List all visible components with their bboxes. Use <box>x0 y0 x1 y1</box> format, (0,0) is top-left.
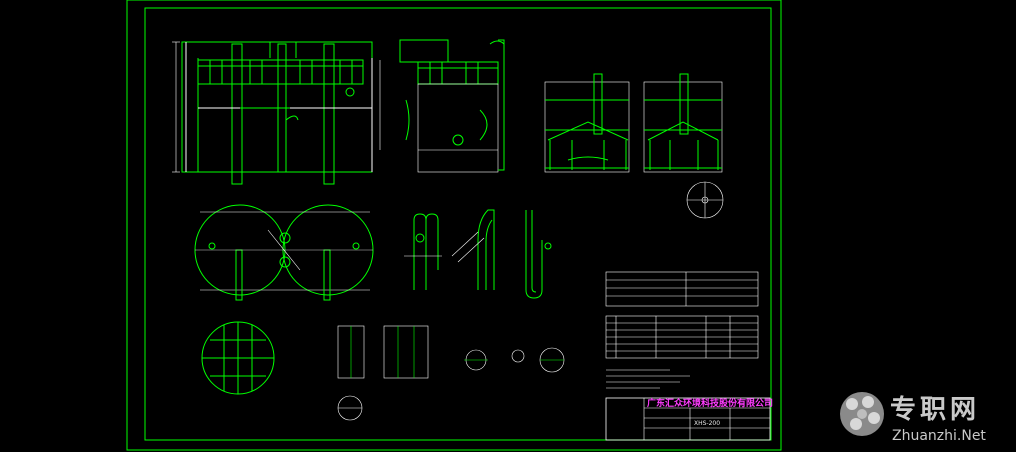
section-view-a <box>544 73 630 173</box>
pipe-detail-2 <box>451 209 495 290</box>
technical-notes <box>606 369 690 389</box>
front-elevation-view <box>181 41 373 185</box>
plan-view-twin-tanks <box>194 204 374 301</box>
pipe-detail-3 <box>525 210 552 299</box>
inner-border <box>144 7 772 441</box>
watermark-cn: 专职网 <box>890 395 980 425</box>
section-view-b <box>643 73 723 173</box>
title-block: 广东汇众环境科技股份有限公司 XHS-200 <box>605 397 773 441</box>
watermark-en: Zhuanzhi.Net <box>892 428 986 444</box>
nozzle-detail-circle <box>686 181 724 219</box>
flange-details <box>464 347 565 373</box>
watermark-logo <box>840 392 884 436</box>
side-elevation-view <box>399 39 505 173</box>
company-name: 广东汇众环境科技股份有限公司 <box>647 397 773 409</box>
drawing-number: XHS-200 <box>694 420 720 427</box>
front-elevation-dims <box>172 41 381 173</box>
pipe-detail-1 <box>404 213 442 290</box>
parts-list-table <box>605 315 759 359</box>
manhole-plate-detail <box>201 321 275 395</box>
bracket-detail <box>337 325 429 421</box>
technical-table <box>605 271 759 307</box>
outer-frame <box>126 0 782 451</box>
